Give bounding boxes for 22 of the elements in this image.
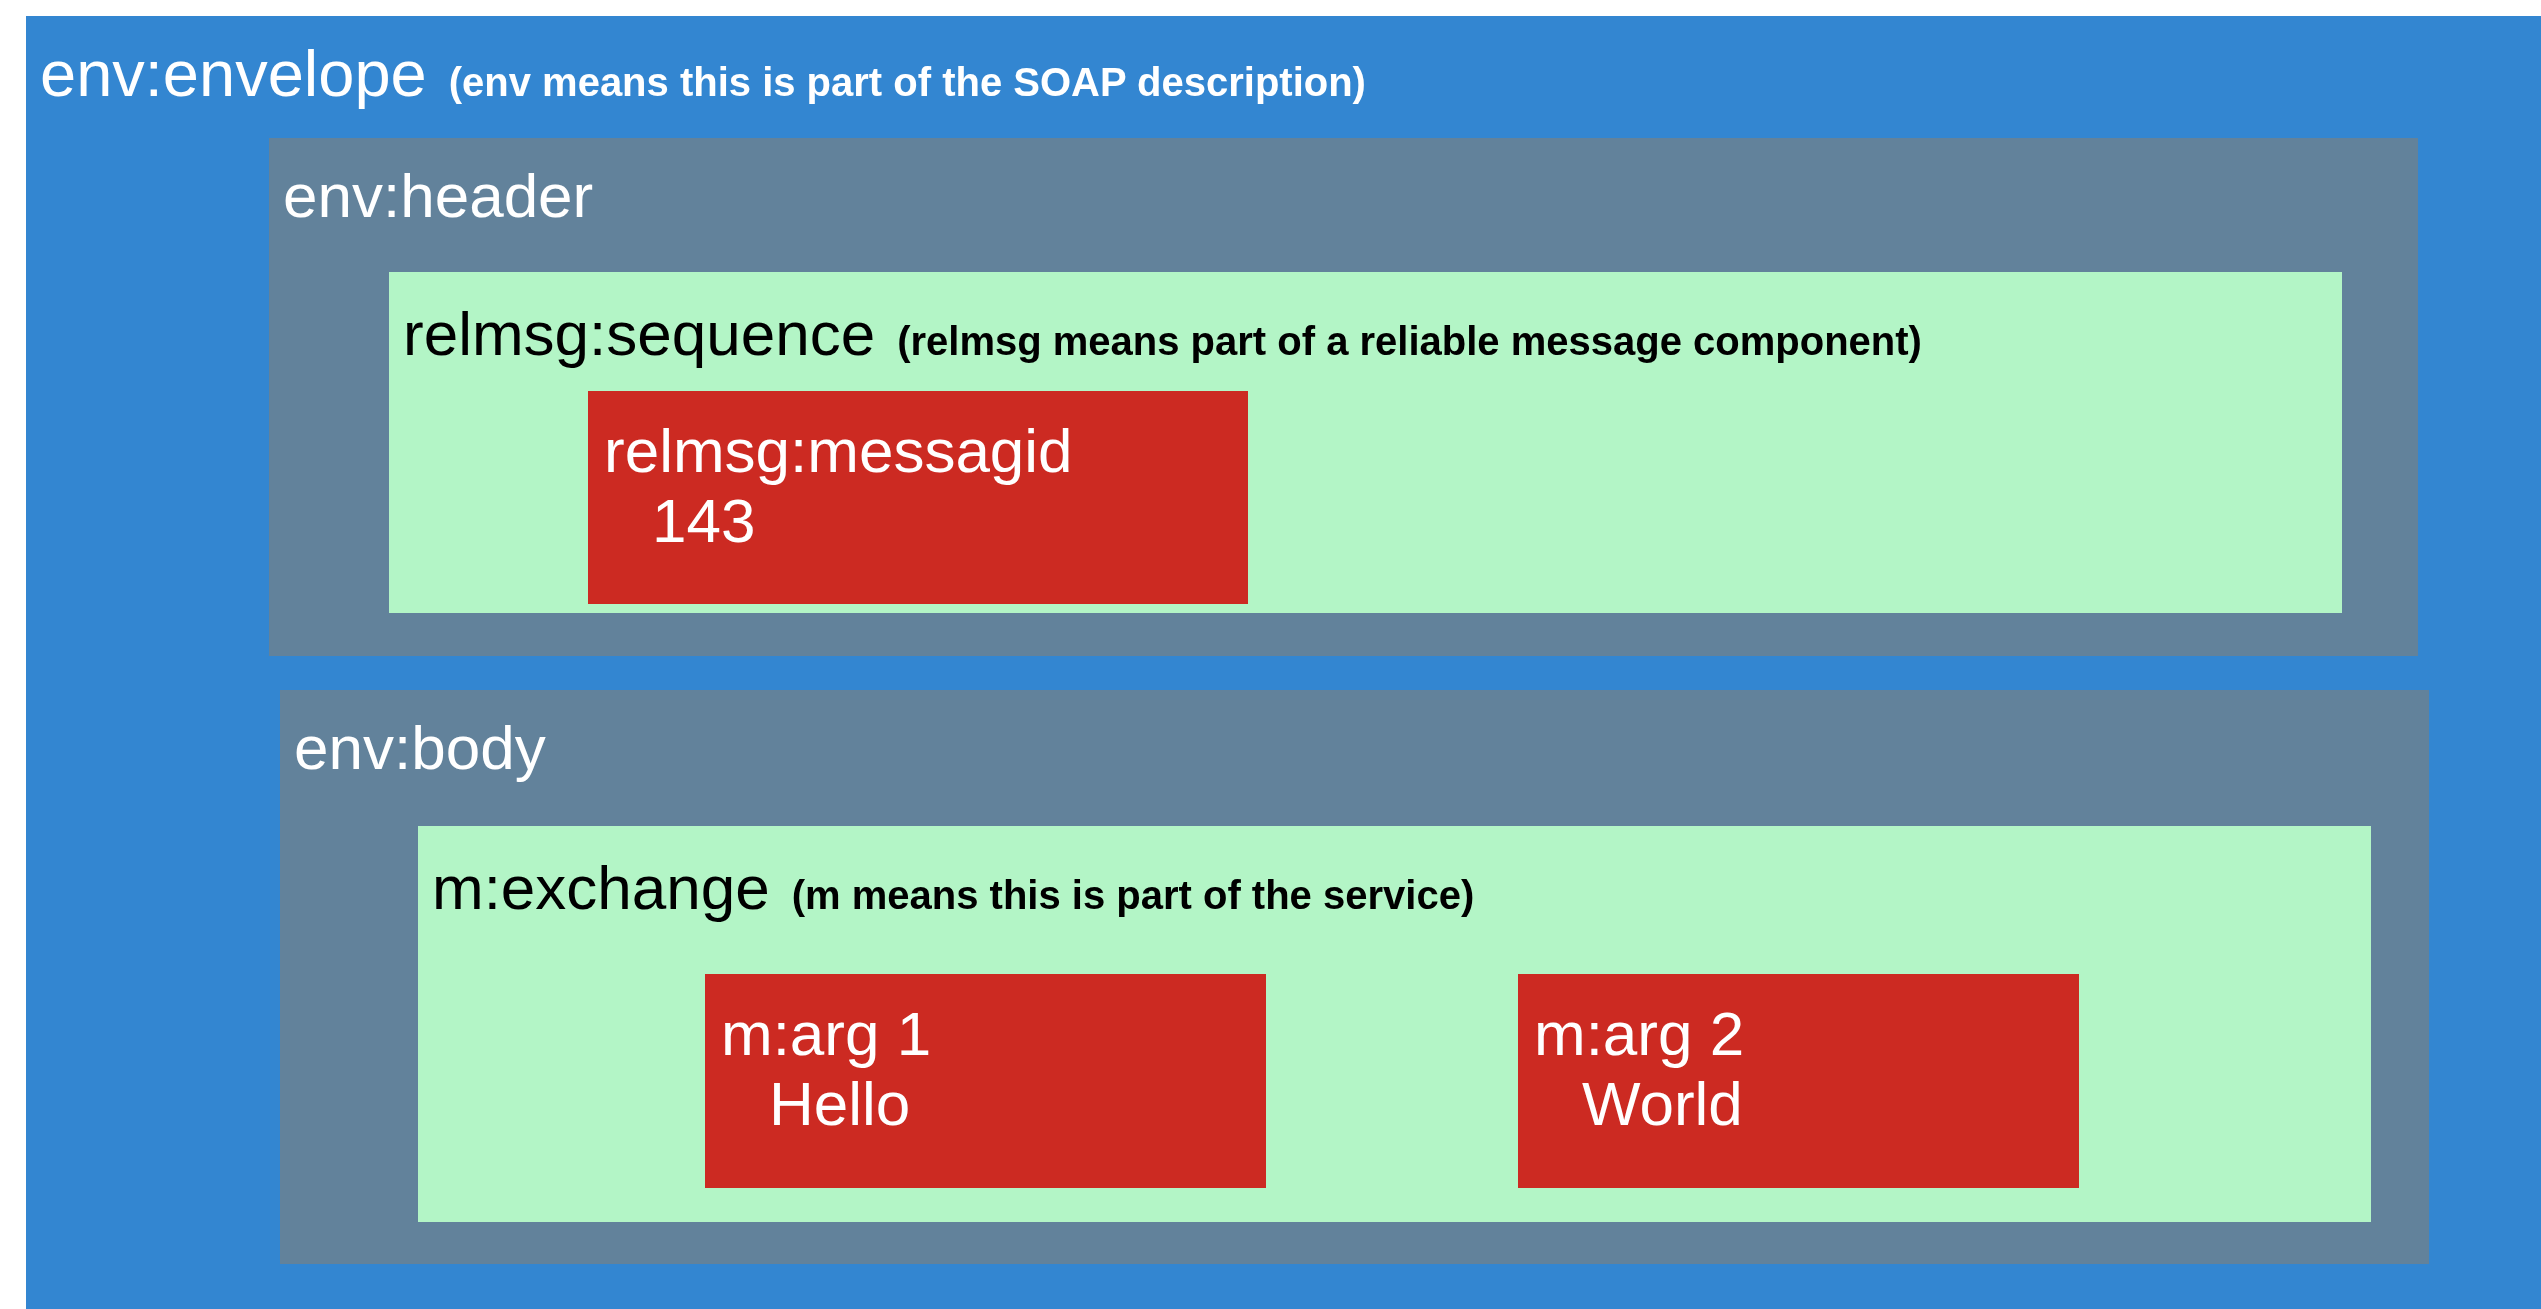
element-name: relmsg:messagid xyxy=(604,417,1073,486)
element-name: env:body xyxy=(294,714,546,783)
element-name: m:exchange xyxy=(432,854,770,923)
element-value: Hello xyxy=(768,1068,912,1140)
section-panel xyxy=(280,690,2429,1264)
element-value: World xyxy=(1581,1068,1744,1140)
section-panel xyxy=(269,138,2418,656)
description-note: (relmsg means part of a reliable message component) xyxy=(897,319,1922,363)
element-name: m:arg 2 xyxy=(1534,1000,1745,1069)
element-name: env:header xyxy=(283,162,594,231)
value-box xyxy=(705,974,1266,1188)
element-value: 143 xyxy=(651,485,757,557)
description-note: (env means this is part of the SOAP description) xyxy=(448,60,1366,104)
element-name: env:envelope xyxy=(40,38,427,110)
element-panel xyxy=(389,272,2342,613)
element-name: m:arg 1 xyxy=(721,1000,932,1069)
element-name: relmsg:sequence xyxy=(403,300,876,369)
description-note: (m means this is part of the service) xyxy=(791,873,1475,917)
element-panel xyxy=(418,826,2371,1222)
envelope-panel xyxy=(26,16,2541,1309)
value-box xyxy=(1518,974,2079,1188)
value-box xyxy=(588,391,1248,604)
